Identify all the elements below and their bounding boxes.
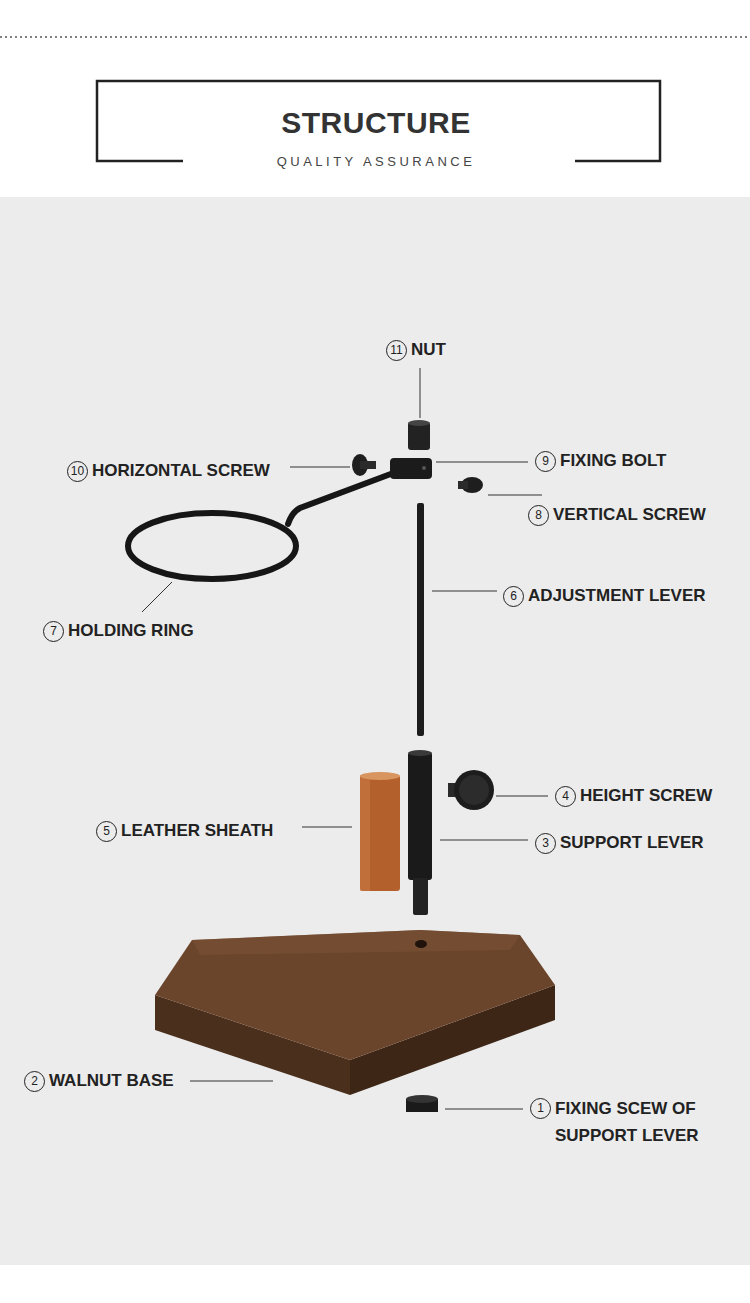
horizontal-screw bbox=[352, 454, 376, 476]
callout-number: 6 bbox=[503, 586, 524, 607]
height-screw bbox=[448, 770, 494, 810]
adjustment-lever bbox=[417, 503, 424, 736]
part-name: FIXING SCEW OF SUPPORT LEVER bbox=[555, 1095, 740, 1149]
walnut-base bbox=[155, 930, 555, 1095]
title-frame bbox=[97, 81, 660, 161]
nut bbox=[408, 420, 430, 450]
callout-number: 2 bbox=[24, 1071, 45, 1092]
fixing-bolt bbox=[390, 458, 432, 479]
callout-number: 7 bbox=[43, 621, 64, 642]
subtitle: QUALITY ASSURANCE bbox=[277, 154, 476, 169]
part-name: WALNUT BASE bbox=[49, 1070, 174, 1092]
part-name: NUT bbox=[411, 339, 446, 361]
callout-number: 3 bbox=[535, 833, 556, 854]
part-name: HEIGHT SCREW bbox=[580, 785, 712, 807]
part-name: VERTICAL SCREW bbox=[553, 504, 706, 526]
part-name: ADJUSTMENT LEVER bbox=[528, 585, 706, 607]
title: STRUCTURE bbox=[281, 106, 471, 140]
callout-number: 8 bbox=[528, 505, 549, 526]
callout-number: 4 bbox=[555, 786, 576, 807]
fixing-screw bbox=[406, 1095, 438, 1112]
part-name: SUPPORT LEVER bbox=[560, 832, 704, 854]
part-name: HORIZONTAL SCREW bbox=[92, 460, 270, 482]
callout-number: 9 bbox=[535, 451, 556, 472]
leather-sheath bbox=[360, 772, 400, 891]
callout-number: 5 bbox=[96, 821, 117, 842]
vertical-screw bbox=[458, 477, 483, 493]
dotted-rule bbox=[0, 36, 750, 38]
callout-number: 1 bbox=[530, 1098, 551, 1119]
part-name: FIXING BOLT bbox=[560, 450, 666, 472]
support-lever bbox=[408, 750, 432, 915]
part-name: HOLDING RING bbox=[68, 620, 194, 642]
part-name: LEATHER SHEATH bbox=[121, 820, 273, 842]
holding-ring bbox=[128, 472, 396, 579]
callout-number: 11 bbox=[386, 340, 407, 361]
callout-number: 10 bbox=[67, 461, 88, 482]
grey-ground bbox=[0, 197, 750, 1265]
